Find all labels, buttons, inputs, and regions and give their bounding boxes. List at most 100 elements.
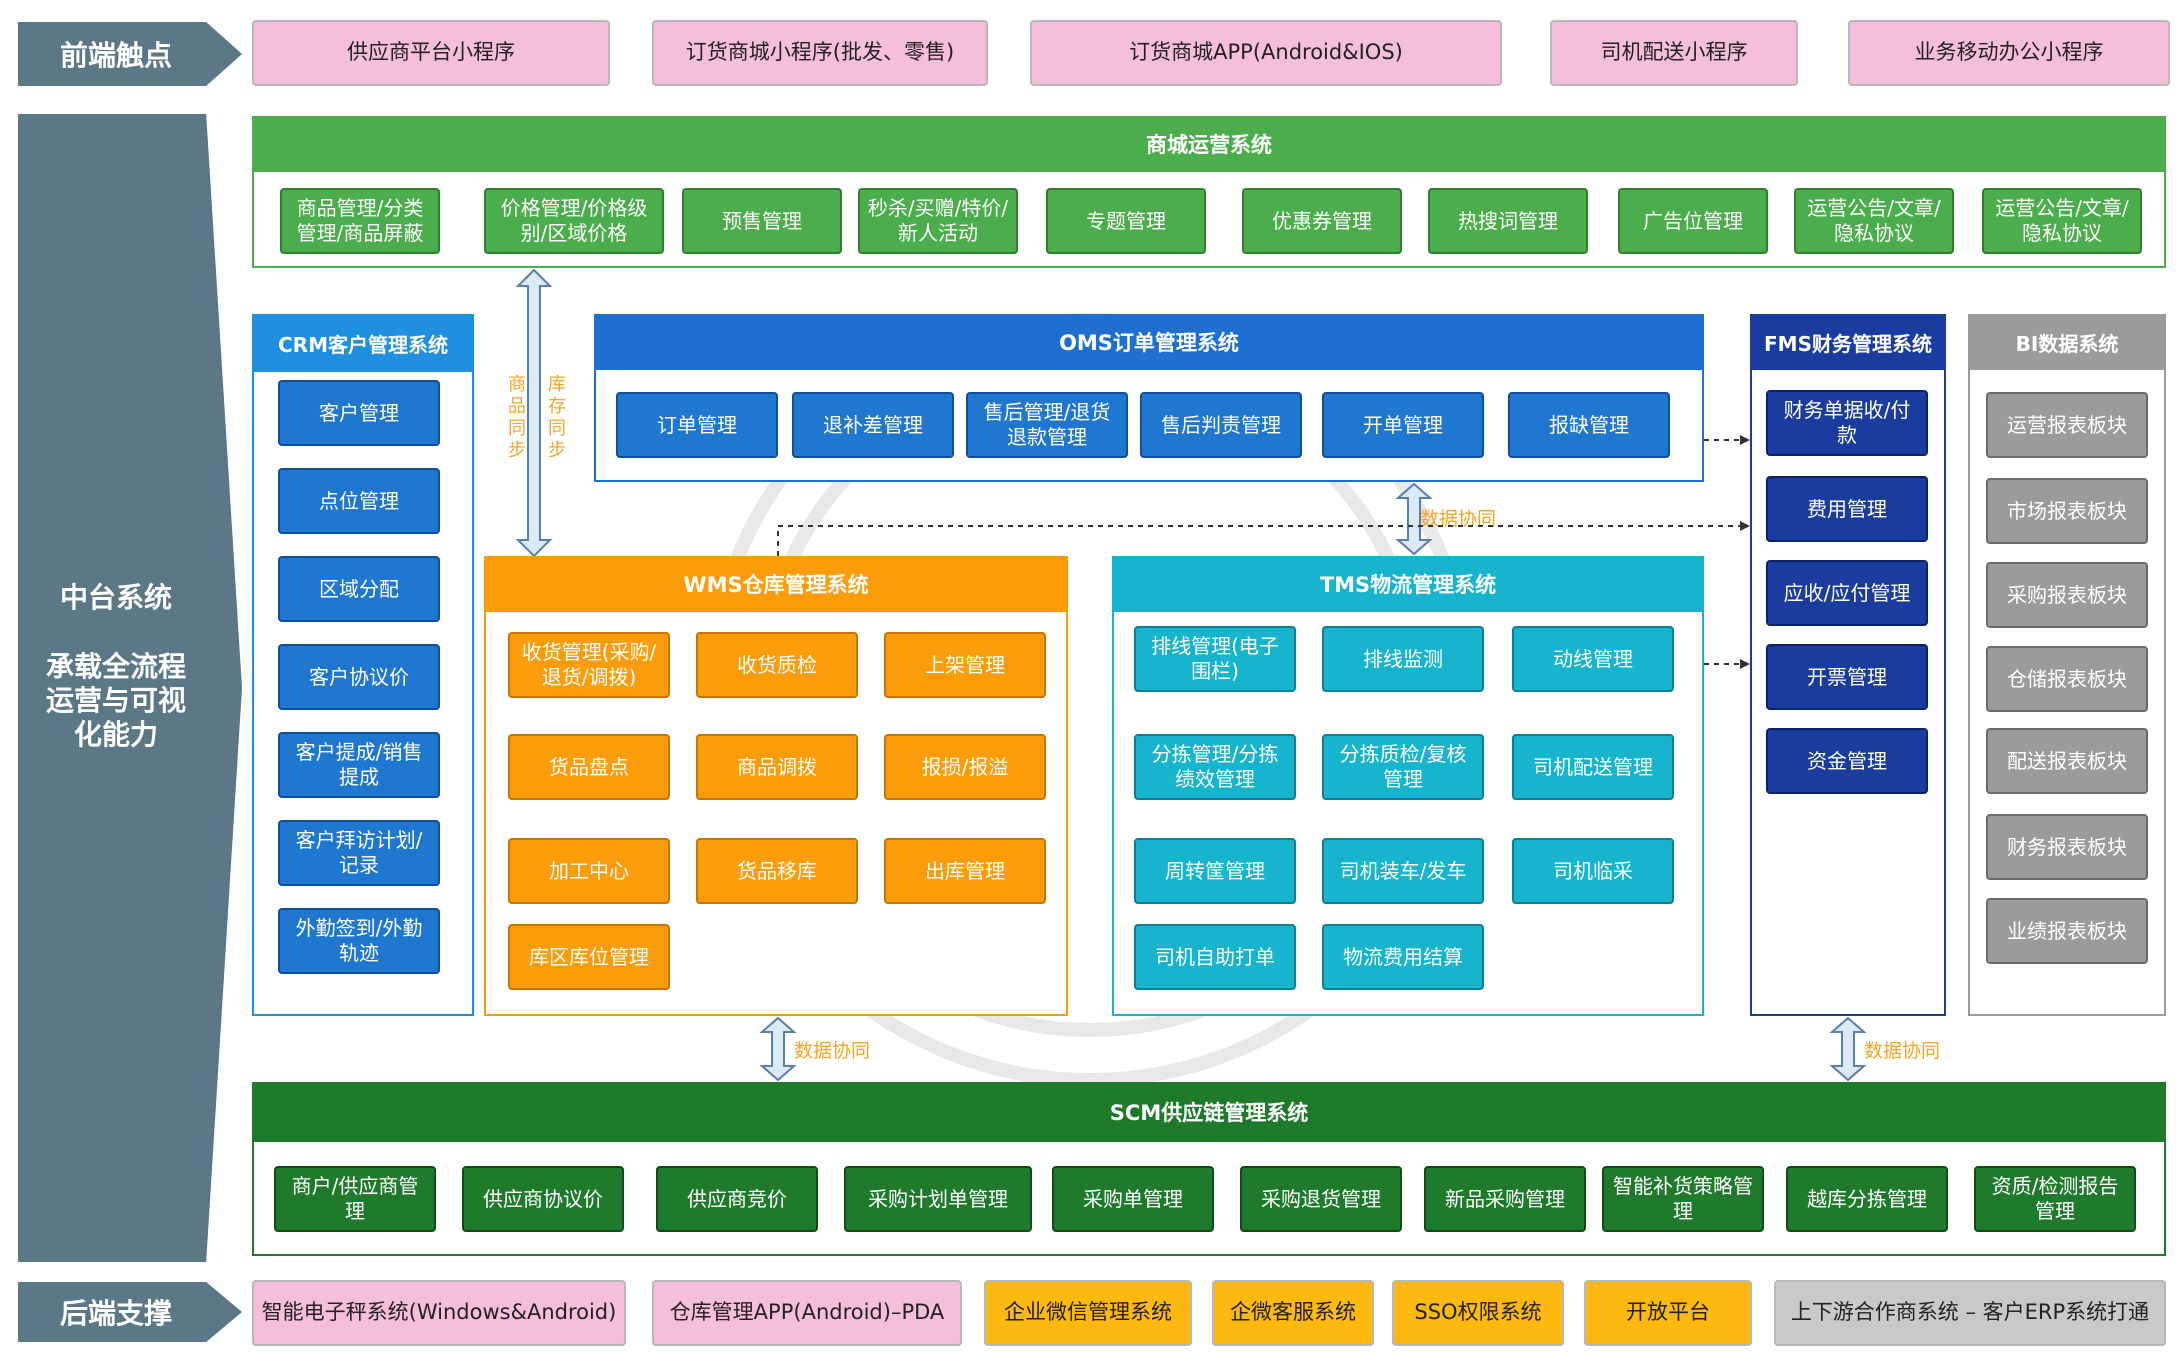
wms-item-inspection[interactable]: 收货质检 [696, 632, 858, 698]
scm-item-bidding[interactable]: 供应商竞价 [656, 1166, 818, 1232]
fms-item-expense[interactable]: 费用管理 [1766, 476, 1928, 542]
bi-item-purchase[interactable]: 采购报表板块 [1986, 562, 2148, 628]
back-item-wecom-service[interactable]: 企微客服系统 [1212, 1280, 1374, 1346]
bi-item-operation[interactable]: 运营报表板块 [1986, 392, 2148, 458]
scm-item-new[interactable]: 新品采购管理 [1424, 1166, 1586, 1232]
tms-item-driver-purchase[interactable]: 司机临采 [1512, 838, 1674, 904]
wms-title: WMS仓库管理系统 [484, 556, 1068, 612]
bi-item-storage[interactable]: 仓储报表板块 [1986, 646, 2148, 712]
tms-item-crate[interactable]: 周转筐管理 [1134, 838, 1296, 904]
front-label: 前端触点 [18, 22, 242, 86]
fms-item-fund[interactable]: 资金管理 [1766, 728, 1928, 794]
scm-item-replenish[interactable]: 智能补货策略管理 [1602, 1166, 1764, 1232]
stock-sync-label: 库存同步 [545, 374, 566, 462]
data-sync-label-fms-scm: 数据协同 [1864, 1040, 1941, 1062]
oms-item-shortage[interactable]: 报缺管理 [1508, 392, 1670, 458]
back-item-sso[interactable]: SSO权限系统 [1392, 1280, 1564, 1346]
middle-desc: 承载全流程 运营与可视 化能力 [18, 650, 214, 752]
front-item-office-miniapp[interactable]: 业务移动办公小程序 [1848, 20, 2170, 86]
crm-item-commission[interactable]: 客户提成/销售提成 [278, 732, 440, 798]
tms-item-sort-inspection[interactable]: 分拣质检/复核管理 [1322, 734, 1484, 800]
oms-item-order[interactable]: 订单管理 [616, 392, 778, 458]
fms-item-ar-ap[interactable]: 应收/应付管理 [1766, 560, 1928, 626]
scm-item-qualification[interactable]: 资质/检测报告管理 [1974, 1166, 2136, 1232]
mall-title: 商城运营系统 [252, 116, 2166, 172]
tms-item-routing[interactable]: 排线管理(电子围栏) [1134, 626, 1296, 692]
mall-item-promo[interactable]: 秒杀/买赠/特价/新人活动 [858, 188, 1018, 254]
tms-item-settlement[interactable]: 物流费用结算 [1322, 924, 1484, 990]
back-label: 后端支撑 [18, 1282, 242, 1342]
wms-scm-sync-arrow [759, 1016, 797, 1082]
back-item-pda[interactable]: 仓库管理APP(Android)–PDA [652, 1280, 962, 1346]
front-item-driver-miniapp[interactable]: 司机配送小程序 [1550, 20, 1798, 86]
scm-item-merchant[interactable]: 商户/供应商管理 [274, 1166, 436, 1232]
back-item-partner[interactable]: 上下游合作商系统 – 客户ERP系统打通 [1774, 1280, 2166, 1346]
oms-item-billing[interactable]: 开单管理 [1322, 392, 1484, 458]
tms-item-self-print[interactable]: 司机自助打单 [1134, 924, 1296, 990]
mall-item-adspot[interactable]: 广告位管理 [1618, 188, 1768, 254]
data-sync-label-oms-tms: 数据协同 [1420, 508, 1497, 530]
mall-item-coupon[interactable]: 优惠券管理 [1242, 188, 1402, 254]
front-item-order-miniapp[interactable]: 订货商城小程序(批发、零售) [652, 20, 988, 86]
scm-title: SCM供应链管理系统 [252, 1082, 2166, 1142]
wms-item-stocktake[interactable]: 货品盘点 [508, 734, 670, 800]
crm-item-checkin[interactable]: 外勤签到/外勤轨迹 [278, 908, 440, 974]
wms-item-move[interactable]: 货品移库 [696, 838, 858, 904]
bi-item-finance[interactable]: 财务报表板块 [1986, 814, 2148, 880]
mall-item-price[interactable]: 价格管理/价格级别/区域价格 [484, 188, 664, 254]
fms-scm-sync-arrow [1829, 1016, 1867, 1082]
wms-item-outbound[interactable]: 出库管理 [884, 838, 1046, 904]
bi-item-performance[interactable]: 业绩报表板块 [1986, 898, 2148, 964]
fms-title: FMS财务管理系统 [1750, 314, 1946, 370]
crm-item-agreement-price[interactable]: 客户协议价 [278, 644, 440, 710]
wms-item-loss[interactable]: 报损/报溢 [884, 734, 1046, 800]
wms-item-putaway[interactable]: 上架管理 [884, 632, 1046, 698]
mall-item-notice[interactable]: 运营公告/文章/隐私协议 [1794, 188, 1954, 254]
crm-item-visit[interactable]: 客户拜访计划/记录 [278, 820, 440, 886]
front-item-order-app[interactable]: 订货商城APP(Android&IOS) [1030, 20, 1502, 86]
crm-item-region[interactable]: 区域分配 [278, 556, 440, 622]
wms-item-processing[interactable]: 加工中心 [508, 838, 670, 904]
scm-item-return[interactable]: 采购退货管理 [1240, 1166, 1402, 1232]
wms-item-receiving[interactable]: 收货管理(采购/退货/调拨) [508, 632, 670, 698]
middle-desc-line: 承载全流程 [45, 650, 186, 683]
crm-title: CRM客户管理系统 [252, 314, 474, 372]
middle-title: 中台系统 [59, 581, 172, 614]
fms-item-invoice[interactable]: 开票管理 [1766, 644, 1928, 710]
scm-item-po[interactable]: 采购单管理 [1052, 1166, 1214, 1232]
bi-title: BI数据系统 [1968, 314, 2166, 370]
back-item-open-platform[interactable]: 开放平台 [1584, 1280, 1752, 1346]
scm-item-plan[interactable]: 采购计划单管理 [844, 1166, 1032, 1232]
scm-item-crossdock[interactable]: 越库分拣管理 [1786, 1166, 1948, 1232]
oms-item-liability[interactable]: 售后判责管理 [1140, 392, 1302, 458]
scm-item-agreement[interactable]: 供应商协议价 [462, 1166, 624, 1232]
bi-item-market[interactable]: 市场报表板块 [1986, 478, 2148, 544]
tms-item-flowline[interactable]: 动线管理 [1512, 626, 1674, 692]
back-item-scale[interactable]: 智能电子秤系统(Windows&Android) [252, 1280, 626, 1346]
bi-item-delivery[interactable]: 配送报表板块 [1986, 728, 2148, 794]
oms-item-refund-diff[interactable]: 退补差管理 [792, 392, 954, 458]
product-sync-label: 商品同步 [505, 374, 526, 462]
front-item-supplier-miniapp[interactable]: 供应商平台小程序 [252, 20, 610, 86]
mall-item-product[interactable]: 商品管理/分类管理/商品屏蔽 [280, 188, 440, 254]
wms-item-location[interactable]: 库区库位管理 [508, 924, 670, 990]
mall-item-notice-2[interactable]: 运营公告/文章/隐私协议 [1982, 188, 2142, 254]
tms-item-loading[interactable]: 司机装车/发车 [1322, 838, 1484, 904]
oms-tms-sync-arrow [1395, 482, 1433, 556]
tms-item-sorting[interactable]: 分拣管理/分拣绩效管理 [1134, 734, 1296, 800]
middle-platform-text: 中台系统 承载全流程 运营与可视 化能力 [18, 576, 214, 752]
crm-item-customer[interactable]: 客户管理 [278, 380, 440, 446]
crm-item-point[interactable]: 点位管理 [278, 468, 440, 534]
tms-item-driver-delivery[interactable]: 司机配送管理 [1512, 734, 1674, 800]
tms-item-route-monitor[interactable]: 排线监测 [1322, 626, 1484, 692]
wms-item-transfer[interactable]: 商品调拨 [696, 734, 858, 800]
oms-item-aftersale[interactable]: 售后管理/退货退款管理 [966, 392, 1128, 458]
fms-item-receipt[interactable]: 财务单据收/付款 [1766, 390, 1928, 456]
mall-item-hotword[interactable]: 热搜词管理 [1428, 188, 1588, 254]
mall-item-presale[interactable]: 预售管理 [682, 188, 842, 254]
mall-item-topic[interactable]: 专题管理 [1046, 188, 1206, 254]
tms-title: TMS物流管理系统 [1112, 556, 1704, 612]
back-item-wecom[interactable]: 企业微信管理系统 [984, 1280, 1192, 1346]
oms-title: OMS订单管理系统 [594, 314, 1704, 370]
